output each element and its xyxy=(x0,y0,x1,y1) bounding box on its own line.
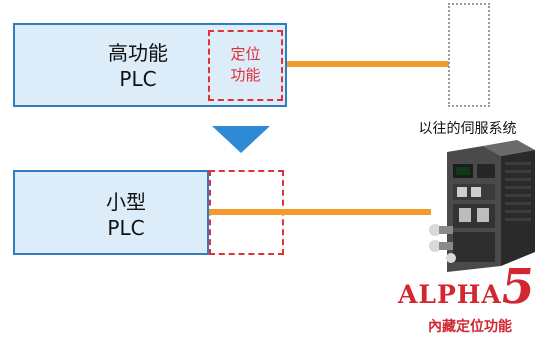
high-function-plc-line2: PLC xyxy=(119,67,157,91)
compact-plc-label: 小型 PLC xyxy=(51,189,201,241)
compact-plc-line1: 小型 xyxy=(106,190,146,214)
positioning-function-line1: 定位 xyxy=(230,45,261,63)
alpha5-logo-number: 5 xyxy=(497,259,539,315)
compact-plc-box: 小型 PLC xyxy=(13,170,209,255)
cable-high-plc-to-servo xyxy=(287,61,449,67)
alpha5-logo-word: ALPHA xyxy=(398,280,502,309)
cable-compact-plc-to-servo xyxy=(209,209,431,215)
high-function-plc-line1: 高功能 xyxy=(108,41,168,65)
legacy-servo-outline xyxy=(448,3,490,107)
positioning-function-line2: 功能 xyxy=(230,66,261,84)
down-arrow-icon xyxy=(212,126,270,153)
builtin-positioning-label: 內藏定位功能 xyxy=(428,319,512,335)
positioning-function-box: 定位 功能 xyxy=(208,30,283,101)
alpha5-servo-drive-image xyxy=(429,140,535,272)
high-function-plc-label: 高功能 PLC xyxy=(63,40,213,92)
compact-plc-line2: PLC xyxy=(107,216,145,240)
alpha5-logo: ALPHA 5 xyxy=(398,259,540,316)
legacy-servo-label: 以往的伺服系统 xyxy=(418,121,517,137)
high-function-plc-box: 高功能 PLC xyxy=(13,23,287,107)
